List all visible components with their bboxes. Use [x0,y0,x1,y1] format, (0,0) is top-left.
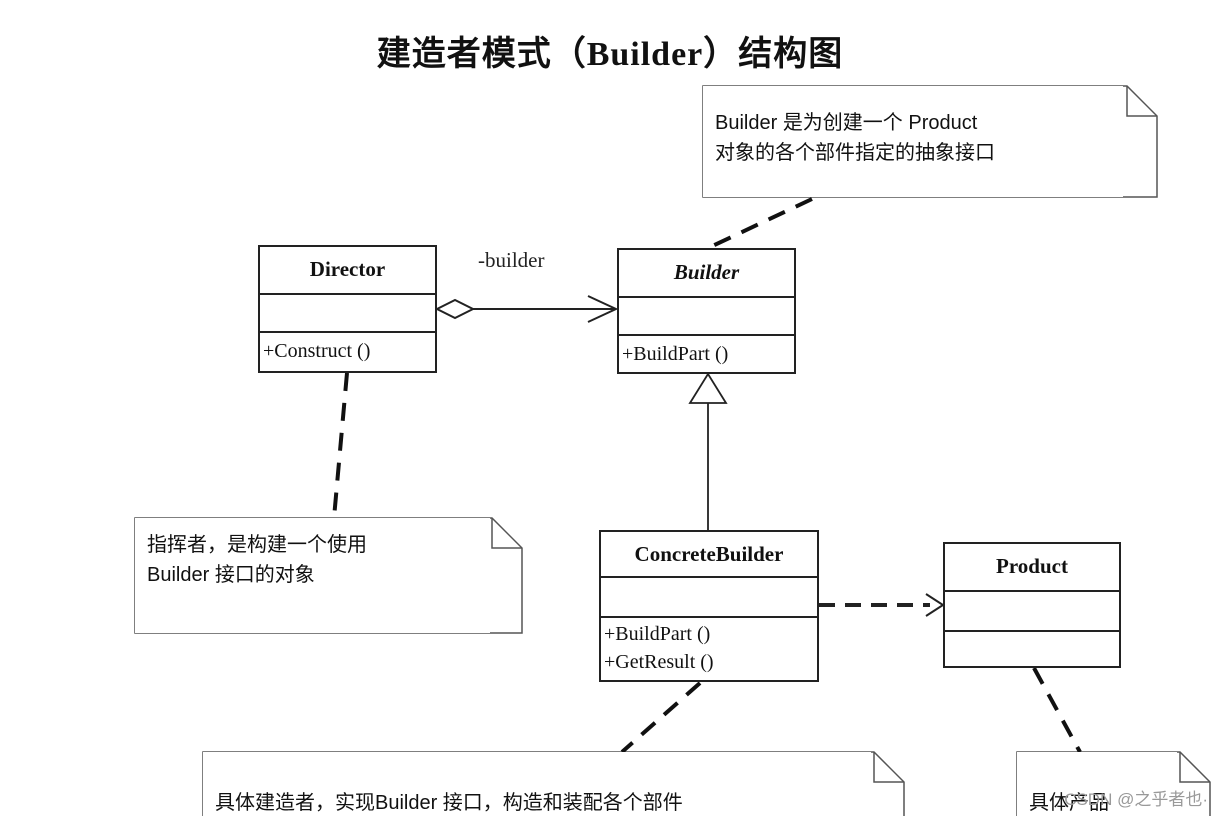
class-name-builder: Builder [673,260,740,284]
anchor-concrete-note [620,681,702,754]
class-director: Director +Construct () [258,245,437,373]
operations-section: +BuildPart () [619,334,794,372]
class-name-director: Director [309,257,386,281]
attributes-section [619,296,794,334]
note-line: 具体产品 [1029,792,1109,814]
class-name-product: Product [996,554,1068,578]
generalization-concrete-to-builder [688,372,728,530]
note-line: Builder 是为创建一个 Product [715,112,978,134]
note-builder: Builder 是为创建一个 Product 对象的各个部件指定的抽象接口 [703,86,1123,197]
operations-section [945,630,1119,666]
note-line: 具体建造者，实现Builder 接口，构造和装配各个部件 [215,792,683,814]
diagram-title: 建造者模式（Builder）结构图 [376,36,844,73]
class-name-concrete-builder: ConcreteBuilder [634,542,784,566]
note-concrete-builder: 具体建造者，实现Builder 接口，构造和装配各个部件 [203,752,871,816]
operation-buildpart: +BuildPart () [622,343,729,365]
class-builder: Builder +BuildPart () [617,248,796,374]
aggregation-diamond [434,298,476,320]
association-role-label: -builder [478,248,545,272]
inheritance-triangle [688,372,728,404]
attributes-section [601,576,817,616]
note-director: 指挥者，是构建一个使用 Builder 接口的对象 [135,518,490,633]
note-product: 具体产品 [1017,752,1177,816]
operations-section: +BuildPart () +GetResult () [601,616,817,680]
note-anchors [332,197,1082,754]
dependency-concrete-to-product [819,593,945,617]
anchor-builder-note [705,197,813,251]
attributes-section [945,590,1119,630]
operation-construct: +Construct () [263,340,371,362]
anchor-product-note [1032,667,1082,753]
class-concrete-builder: ConcreteBuilder +BuildPart () +GetResult… [599,530,819,682]
association-arrowhead [587,295,619,323]
note-line: Builder 接口的对象 [147,564,315,586]
operations-section: +Construct () [260,331,435,371]
attributes-section [260,293,435,331]
note-line: 对象的各个部件指定的抽象接口 [715,142,995,164]
aggregation-director-builder [434,295,619,323]
class-product: Product [943,542,1121,668]
operation-buildpart: +BuildPart () [604,623,711,645]
operation-getresult: +GetResult () [604,651,714,673]
watermark: CSDN @之乎者也· [1064,790,1208,809]
anchor-director-note [332,372,349,519]
note-line: 指挥者，是构建一个使用 [147,534,367,556]
